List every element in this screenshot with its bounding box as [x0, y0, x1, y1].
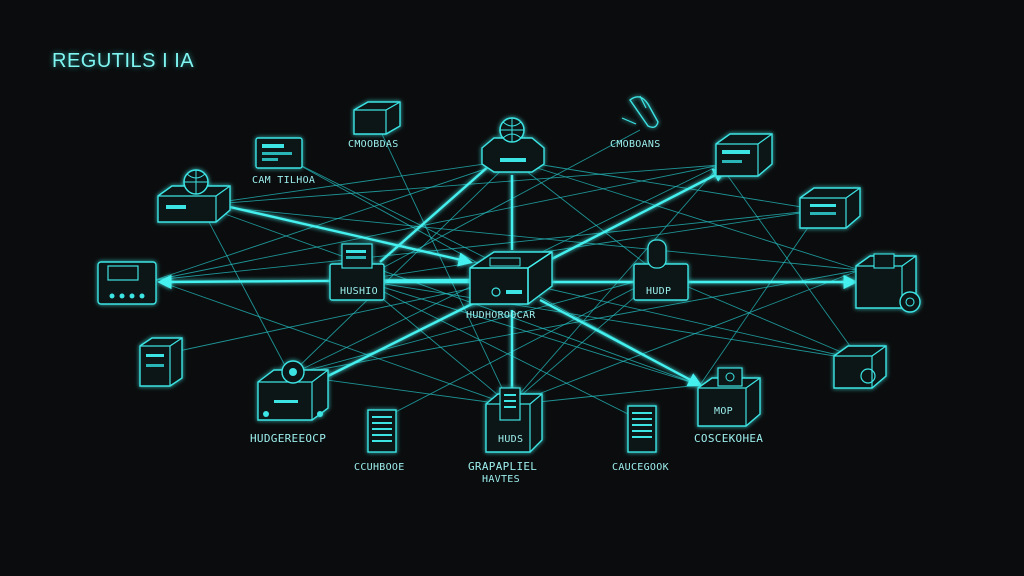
center-hub-node[interactable] — [469, 251, 553, 305]
top-right-satellite-icon[interactable] — [621, 95, 659, 129]
top-center-router-node[interactable] — [481, 117, 545, 173]
bottom-center-rack-label: HUDS — [498, 434, 523, 445]
right-box-node[interactable] — [799, 187, 861, 229]
left-middle-device-label: HUSHIO — [340, 286, 378, 297]
top-box-node[interactable] — [353, 101, 401, 135]
right-top-server-node[interactable] — [715, 133, 773, 177]
top-box-label: CMOOBDAS — [348, 139, 399, 150]
left-device-node[interactable] — [97, 261, 157, 305]
bottom-left-rack-label: CCUHBOOE — [354, 462, 405, 473]
bottom-right-node[interactable] — [697, 367, 761, 427]
right-lower-device-node[interactable] — [833, 345, 887, 389]
primary-edges — [157, 164, 858, 395]
left-bottom-camera-node[interactable] — [257, 360, 329, 421]
left-middle-device-node[interactable] — [329, 243, 385, 301]
bottom-right-rack-node[interactable] — [627, 405, 657, 453]
bottom-right-caption: COSCEKOHEA — [694, 432, 763, 445]
bottom-left-rack-node[interactable] — [367, 409, 397, 453]
top-left-monitor-node[interactable] — [255, 137, 303, 169]
left-bottom-camera-label: HUDGEREEOCP — [250, 432, 326, 445]
left-globe-router-node[interactable] — [157, 169, 231, 223]
top-left-monitor-label: CAM TILHOA — [252, 175, 315, 186]
right-middle-device-label: HUDP — [646, 286, 671, 297]
top-right-satellite-label: CMOBOANS — [610, 139, 661, 150]
right-large-device-node[interactable] — [855, 253, 921, 313]
right-middle-device-node[interactable] — [633, 239, 689, 301]
center-hub-label: HUDHOROOCAR — [466, 310, 536, 321]
bottom-center-rack-node[interactable] — [485, 387, 543, 453]
bottom-center-caption-line2: HAVTES — [482, 474, 520, 485]
diagram-title: REGUTILS I IA — [52, 50, 195, 72]
bottom-right-node-label: MOP — [714, 406, 733, 417]
bottom-center-caption-line1: GRAPAPLIEL — [468, 460, 537, 473]
left-server-node[interactable] — [139, 337, 183, 387]
bottom-right-rack-label: CAUCEGOOK — [612, 462, 669, 473]
